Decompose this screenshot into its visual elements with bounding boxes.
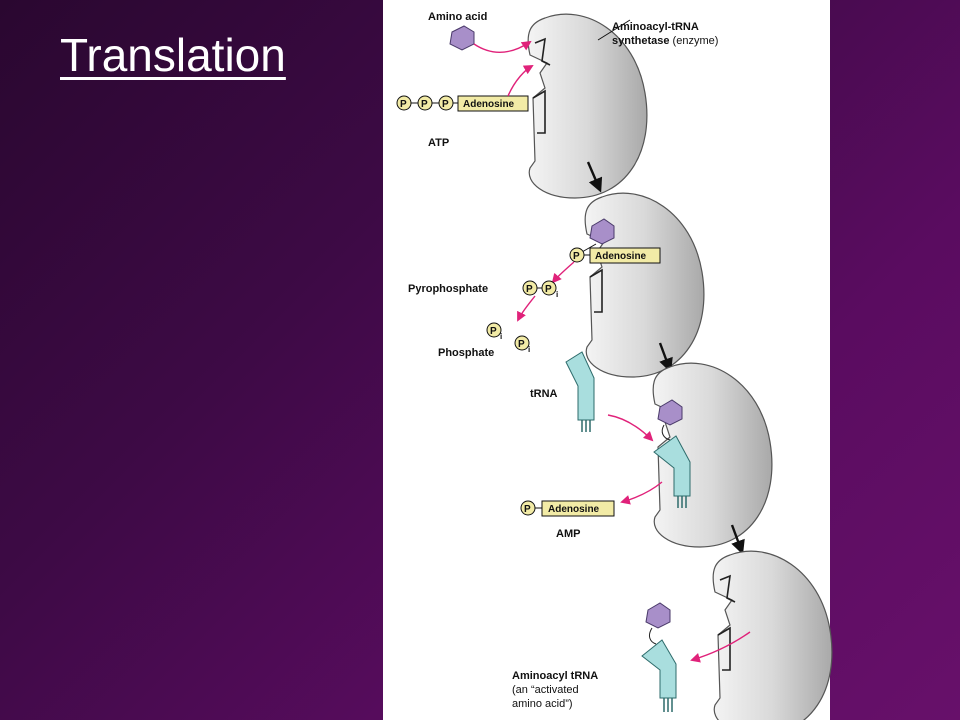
arrow-atp-to-enzyme (507, 65, 534, 97)
enzyme-label-2: synthetase (enzyme) (612, 35, 718, 47)
bound-trna (653, 435, 691, 508)
step-arrow-2 (658, 342, 673, 373)
aminoacyl-trna (641, 639, 677, 712)
svg-text:Adenosine: Adenosine (548, 504, 600, 515)
atp-molecule: P P P Adenosine (396, 95, 529, 112)
amino-acid-1 (449, 25, 475, 51)
pyrophosphate-molecule: P P i (522, 280, 558, 299)
step-arrow-1 (586, 161, 603, 193)
enzyme-pointer-line (597, 19, 631, 41)
amp-label: AMP (556, 528, 580, 540)
svg-text:P: P (490, 326, 497, 337)
svg-text:P: P (526, 284, 533, 295)
svg-text:P: P (545, 284, 552, 295)
svg-text:P: P (421, 99, 428, 110)
svg-text:P: P (442, 99, 449, 110)
amp-molecule: P Adenosine (520, 500, 615, 517)
svg-text:P: P (573, 251, 580, 262)
svg-text:Adenosine: Adenosine (595, 251, 647, 262)
arrow-amino-to-enzyme (473, 40, 532, 53)
aminoacyl-trna-label: Aminoacyl tRNA (512, 670, 598, 682)
svg-text:i: i (556, 290, 558, 299)
step-arrow-3 (730, 524, 745, 555)
amino-acid-label: Amino acid (428, 11, 487, 23)
enzyme-stage-4 (712, 550, 833, 720)
svg-text:P: P (400, 99, 407, 110)
arrow-hydrolysis (517, 295, 536, 322)
enzyme-label-1: Aminoacyl-tRNA (612, 21, 699, 33)
arrow-pyrophosphate-release (551, 261, 575, 284)
svg-text:P: P (524, 504, 531, 515)
trna-label: tRNA (530, 388, 558, 400)
arrow-trna-binding (607, 414, 654, 442)
arrow-amp-release (620, 481, 663, 505)
svg-text:i: i (500, 332, 502, 341)
arrow-release-product (690, 631, 751, 663)
phosphate-molecules: P i P i (486, 322, 530, 354)
enzyme-stage-2 (584, 192, 705, 378)
svg-text:i: i (528, 345, 530, 354)
amino-acid-3 (657, 399, 683, 426)
enzyme-stage-1 (527, 13, 648, 199)
svg-text:Adenosine: Adenosine (463, 99, 515, 110)
free-trna (565, 351, 595, 432)
atp-label: ATP (428, 137, 449, 149)
amino-acid-4 (645, 602, 671, 629)
pyrophosphate-label: Pyrophosphate (408, 283, 488, 295)
aminoacyl-amp: P Adenosine (569, 247, 661, 264)
svg-text:P: P (518, 339, 525, 350)
amino-acid-2 (589, 218, 615, 245)
aminoacyl-trna-note-1: (an “activated (512, 684, 579, 696)
phosphate-label: Phosphate (438, 347, 494, 359)
slide-title: Translation (60, 29, 286, 81)
aminoacyl-trna-note-2: amino acid”) (512, 698, 573, 710)
